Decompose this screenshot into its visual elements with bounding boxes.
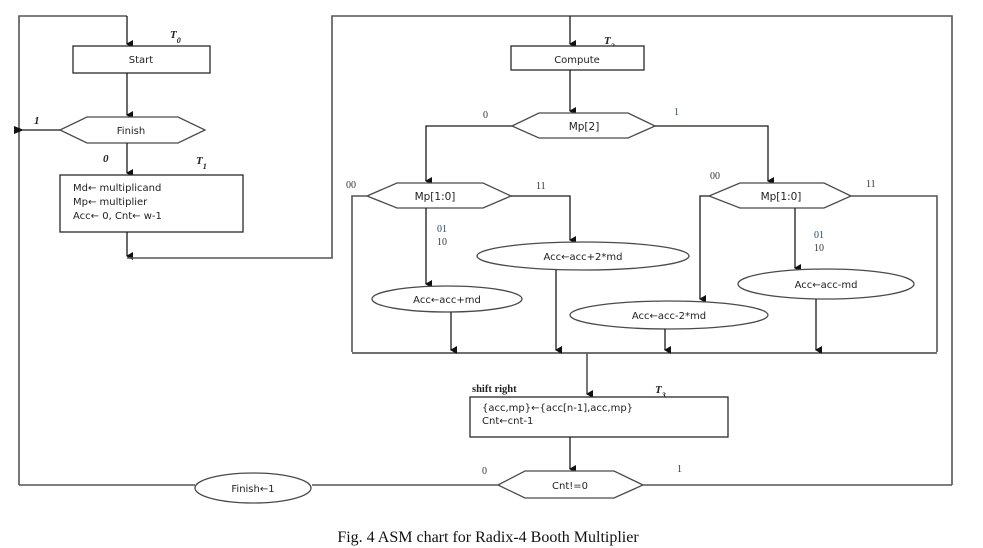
- op-sub-md-text: Acc←acc-md: [795, 280, 858, 291]
- mp2-false-label: 0: [483, 110, 488, 121]
- left-01-label: 01: [437, 224, 447, 235]
- cnt-true-label: 1: [677, 464, 682, 475]
- left-00-label: 00: [346, 180, 356, 191]
- mp10-left-text: Mp[1:0]: [415, 191, 456, 203]
- arrow-left-11: [511, 195, 576, 244]
- start-state-box: [72, 45, 211, 74]
- state-label-t1: T1: [196, 155, 207, 171]
- op-add-2md: [476, 241, 690, 271]
- mp2-true-label: 1: [674, 107, 679, 118]
- figure-caption: Fig. 4 ASM chart for Radix-4 Booth Multi…: [337, 529, 639, 546]
- mp10-right-text: Mp[1:0]: [761, 191, 802, 203]
- right-11-path: [851, 195, 938, 352]
- op-sub-2md: [569, 300, 769, 330]
- left-00-path: [351, 195, 367, 352]
- right-01-label: 01: [814, 230, 824, 241]
- finish-true-label: 1: [34, 115, 40, 127]
- arrow-mp2-false: [425, 125, 512, 185]
- init-line-3: Acc← 0, Cnt← w-1: [73, 211, 162, 222]
- left-11-label: 11: [536, 181, 546, 192]
- right-00-label: 00: [710, 171, 720, 182]
- shift-line-2: Cnt←cnt-1: [482, 416, 533, 427]
- left-10-label: 10: [437, 237, 447, 248]
- shift-line-1: {acc,mp}←{acc[n-1],acc,mp}: [482, 403, 633, 414]
- connector-to-compute: [127, 15, 570, 259]
- compute-state-box: [510, 45, 645, 71]
- op-add-md-text: Acc←acc+md: [413, 295, 481, 306]
- outer-loop-right: [570, 15, 953, 485]
- right-11-label: 11: [866, 179, 876, 190]
- finish-decision-text: Finish: [117, 126, 145, 137]
- shift-box: [469, 396, 729, 438]
- init-box: [59, 174, 244, 233]
- init-line-1: Md← multiplicand: [73, 183, 161, 194]
- op-add-md: [371, 285, 523, 313]
- finish-decision: [58, 116, 207, 144]
- mp2-decision-text: Mp[2]: [569, 121, 600, 133]
- op-add-2md-text: Acc←acc+2*md: [544, 252, 623, 263]
- shift-right-title: shift right: [472, 384, 517, 395]
- arrow-mp2-true: [655, 125, 774, 185]
- op-sub-md: [737, 268, 915, 300]
- outer-loop-left: [18, 15, 127, 485]
- arrow-right-00: [699, 195, 709, 303]
- op-finish-set-text: Finish←1: [231, 484, 274, 495]
- cnt-false-label: 0: [482, 466, 487, 477]
- state-label-t0: T0: [170, 29, 181, 45]
- op-sub-2md-text: Acc←acc-2*md: [632, 311, 706, 322]
- right-10-label: 10: [814, 243, 824, 254]
- finish-false-label: 0: [103, 153, 109, 165]
- start-state-text: Start: [129, 55, 154, 66]
- compute-state-text: Compute: [554, 55, 600, 66]
- cnt-decision-text: Cnt!=0: [552, 481, 588, 492]
- state-label-t3: T3: [655, 384, 666, 400]
- op-finish-set: [194, 472, 312, 504]
- init-line-2: Mp← multiplier: [73, 197, 148, 208]
